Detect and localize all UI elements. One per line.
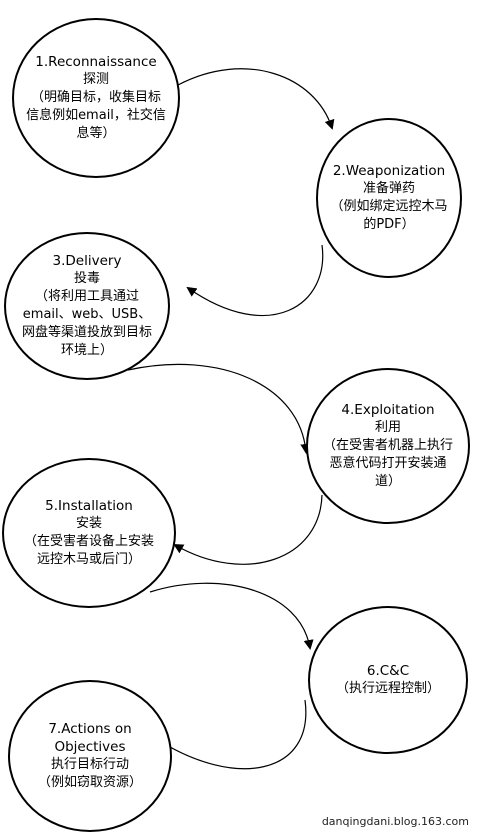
stage-title: 2.Weaponization: [332, 163, 446, 179]
stage-chinese-label: 投毒: [73, 271, 100, 286]
stage-chinese-label: 执行目标行动: [50, 757, 129, 772]
stage-description-line: （将利用工具通过: [34, 289, 139, 304]
stage-weaponization: 2.Weaponization 准备弹药 （例如绑定远控木马 的PDF）: [316, 118, 462, 278]
arrow-5-to-6: [149, 582, 314, 650]
arrow-2-to-3: [186, 244, 324, 316]
stage-description-line: email、web、USB、: [22, 307, 152, 322]
stage-description-line: 远控木马或后门）: [36, 552, 141, 567]
stage-actions-on-objectives: 7.Actions on Objectives 执行目标行动 （例如窃取资源）: [8, 680, 172, 832]
stage-delivery: 3.Delivery 投毒 （将利用工具通过 email、web、USB、 网盘…: [4, 232, 170, 380]
watermark-text: danqingdani.blog.163.com: [321, 815, 469, 828]
stage-installation: 5.Installation 安装 （在受害者设备上安装 远控木马或后门）: [2, 458, 176, 608]
stage-title: 7.Actions on Objectives: [48, 721, 132, 755]
stage-title: 6.C&C: [366, 663, 410, 679]
stage-command-and-control: 6.C&C （执行远程控制）: [308, 606, 468, 754]
stage-reconnaissance: 1.Reconnaissance 探测 （明确目标，收集目标 信息例如email…: [12, 18, 180, 178]
stage-description-line: 息等）: [76, 126, 116, 141]
stage-chinese-label: 安装: [75, 516, 102, 531]
stage-chinese-label: 探测: [82, 72, 109, 87]
stage-description-line: （执行远程控制）: [335, 681, 440, 696]
arrow-1-to-2: [177, 68, 335, 130]
arrow-4-to-5: [173, 494, 323, 565]
stage-description-line: 恶意代码打开安装通: [329, 456, 447, 471]
stage-title: 3.Delivery: [52, 253, 122, 269]
arrow-6-to-7: [153, 699, 307, 770]
stage-title: 5.Installation: [45, 498, 133, 514]
stage-exploitation: 4.Exploitation 利用 （在受害者机器上执行 恶意代码打开安装通 道…: [306, 368, 470, 524]
stage-description-line: （例如绑定远控木马: [330, 199, 448, 214]
stage-description-line: （例如窃取资源）: [37, 775, 142, 790]
stage-chinese-label: 准备弹药: [362, 181, 415, 196]
stage-title: 1.Reconnaissance: [35, 54, 157, 70]
stage-description-line: （明确目标，收集目标: [30, 90, 161, 105]
stage-description-line: （在受害者机器上执行: [322, 438, 453, 453]
stage-chinese-label: 利用: [374, 420, 401, 435]
arrow-3-to-4: [127, 363, 311, 454]
stage-description-line: 的PDF）: [363, 217, 415, 232]
stage-description-line: 道）: [374, 474, 401, 489]
stage-description-line: 网盘等渠道投放到目标: [21, 325, 152, 340]
stage-description-line: 信息例如email，社交信: [26, 108, 166, 123]
stage-title: 4.Exploitation: [341, 402, 435, 418]
stage-description-line: 环境上）: [60, 343, 113, 358]
stage-description-line: （在受害者设备上安装: [23, 534, 154, 549]
